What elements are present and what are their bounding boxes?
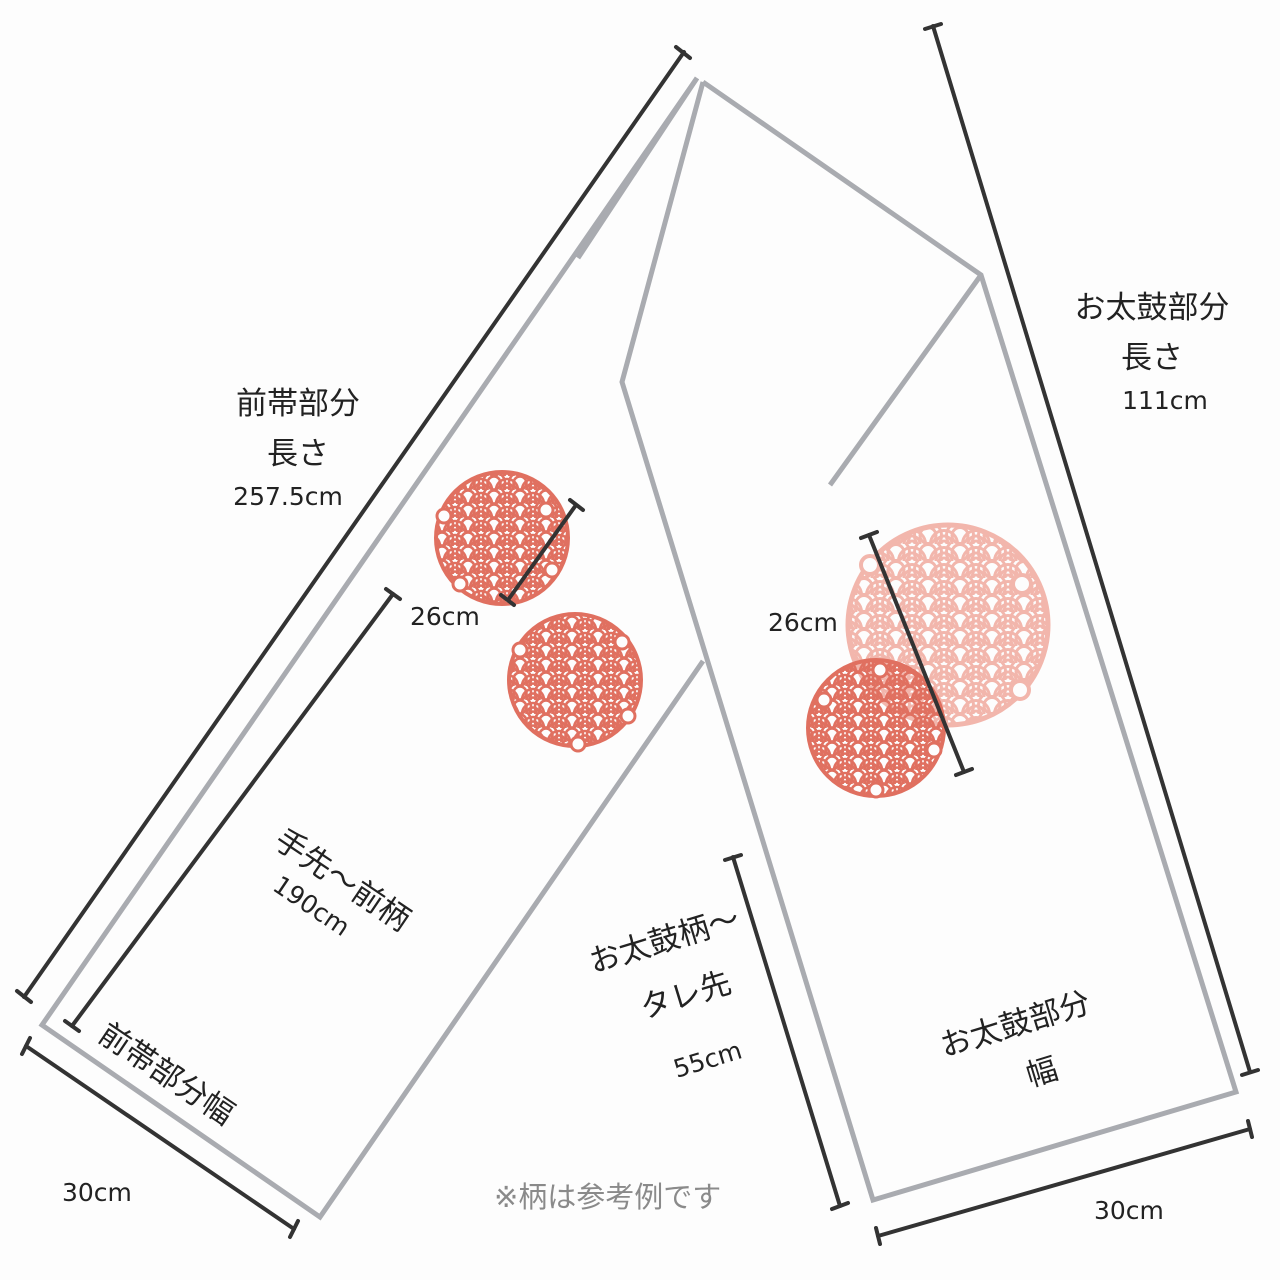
label-maeobi-length-value: 257.5cm: [233, 482, 343, 511]
dim-tesaki: [70, 592, 395, 1028]
otaiko-band-outline: [619, 79, 1240, 1204]
pattern-medallion-left-1: [434, 470, 570, 606]
dim-otaiko-width: [876, 1127, 1252, 1238]
dimension-lines: [15, 22, 1260, 1246]
dim-otaiko-length: [931, 24, 1252, 1074]
label-otaiko-length-title: お太鼓部分: [1074, 290, 1230, 326]
dim-otaiko-pattern: [731, 855, 842, 1208]
label-otaiko-length-sub: 長さ: [1121, 340, 1183, 376]
label-pattern-left-size: 26cm: [410, 602, 480, 631]
maeobi-band-outline: [38, 76, 706, 1221]
dim-pattern-left: [506, 503, 578, 602]
dim-pattern-right: [867, 533, 966, 774]
label-maeobi-length-title: 前帯部分: [236, 386, 360, 422]
label-pattern-right-size: 26cm: [768, 608, 838, 637]
note-pattern-example: ※柄は参考例です: [494, 1180, 722, 1214]
dim-maeobi-length: [22, 50, 686, 999]
label-maeobi-length-sub: 長さ: [267, 436, 329, 472]
pattern-medallion-right-small: [806, 658, 946, 799]
label-maeobi-width-value: 30cm: [62, 1178, 132, 1207]
label-otaiko-width-value: 30cm: [1094, 1196, 1164, 1225]
pattern-medallion-left-2: [507, 612, 643, 753]
label-otaiko-length-value: 111cm: [1122, 386, 1208, 415]
dim-maeobi-width: [24, 1044, 296, 1231]
